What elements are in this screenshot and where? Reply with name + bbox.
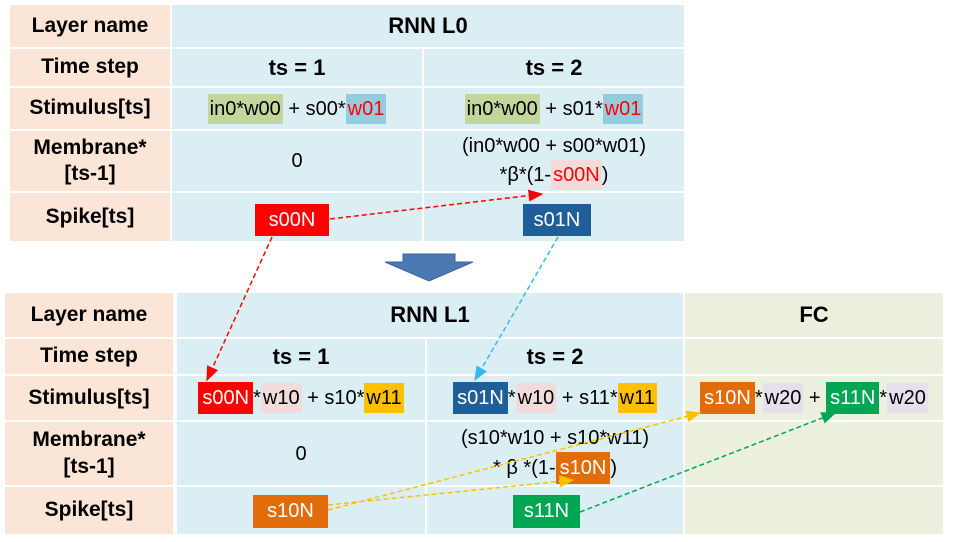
- top-mem2-highlight: s00N: [551, 160, 602, 190]
- bottom-stim2-term-b: *: [507, 387, 516, 409]
- bottom-time-step-label: Time step: [5, 339, 173, 374]
- fc-stimulus: s10N*w20 + s11N*w20: [685, 376, 943, 420]
- top-layer-title: RNN L0: [172, 5, 684, 47]
- fc-stim-term-a: s10N: [700, 382, 755, 414]
- bottom-stim2-term-e: w11: [617, 383, 657, 413]
- top-stim2-term-b: + s01*: [539, 97, 603, 120]
- bottom-ts2-header: ts = 2: [427, 339, 683, 374]
- bottom-stim2-term-d: + s11*: [556, 387, 618, 409]
- fc-spike-cell: [685, 487, 943, 534]
- top-mem2-line2: *β*(1-s00N): [499, 160, 609, 190]
- fc-stim-term-d: +: [803, 387, 827, 409]
- bottom-stim1-term-d: + s10*: [301, 387, 365, 409]
- bottom-stimulus-ts1: s00N*w10 + s10*w11: [177, 376, 425, 420]
- fc-stim-term-b: *: [754, 387, 763, 409]
- top-membrane-label: Membrane* [ts-1]: [10, 131, 170, 191]
- top-time-step-label: Time step: [10, 49, 170, 86]
- top-stimulus-ts1: in0*w00 + s00*w01: [172, 88, 422, 129]
- top-spike-label: Spike[ts]: [10, 193, 170, 241]
- bottom-mem2-highlight: s10N: [555, 451, 611, 484]
- top-stim2-term-a: in0*w00: [464, 93, 540, 124]
- top-stimulus-ts2: in0*w00 + s01*w01: [424, 88, 684, 129]
- top-spike-s00N: s00N: [255, 204, 329, 236]
- top-mem2-line1: (in0*w00 + s00*w01): [462, 135, 646, 157]
- top-mem2-pre: *β*(1-: [499, 164, 552, 186]
- bottom-spike-s11N: s11N: [513, 495, 580, 528]
- top-stim2-term-c: w01: [602, 93, 644, 124]
- fc-title: FC: [685, 293, 943, 337]
- bottom-membrane-label-line2: [ts-1]: [63, 454, 115, 478]
- bottom-stim2-term-c: w10: [515, 383, 557, 413]
- fc-stim-term-c: w20: [762, 383, 804, 413]
- top-membrane-ts2: (in0*w00 + s00*w01) *β*(1-s00N): [424, 131, 684, 191]
- bottom-stimulus-ts2: s01N*w10 + s11*w11: [427, 376, 683, 420]
- bottom-membrane-label: Membrane* [ts-1]: [5, 422, 173, 485]
- bottom-stimulus-label: Stimulus[ts]: [5, 376, 173, 420]
- fc-stim-term-g: w20: [887, 383, 928, 413]
- bottom-mem2-line1: (s10*w10 + s10*w11): [460, 426, 650, 449]
- top-membrane-label-line1: Membrane*: [33, 135, 147, 159]
- bottom-mem2-post: ): [610, 456, 617, 479]
- top-membrane-ts1: 0: [172, 131, 422, 191]
- bottom-layer-title: RNN L1: [177, 293, 683, 337]
- top-stimulus-label: Stimulus[ts]: [10, 88, 170, 129]
- bottom-layer-name-label: Layer name: [5, 293, 173, 337]
- bottom-membrane-ts2: (s10*w10 + s10*w11) * β *(1-s10N): [427, 422, 683, 485]
- top-stim1-term-b: + s00*: [282, 97, 346, 120]
- top-layer-name-label: Layer name: [10, 5, 170, 47]
- top-stim1-term-c: w01: [345, 93, 387, 124]
- bottom-spike-label: Spike[ts]: [5, 487, 173, 534]
- bottom-stim1-term-e: w11: [364, 383, 404, 413]
- top-ts2-header: ts = 2: [424, 49, 684, 86]
- top-mem2-post: ): [601, 164, 609, 186]
- bottom-stim2-term-a: s01N: [453, 382, 508, 414]
- bottom-spike-s10N: s10N: [253, 495, 328, 528]
- bottom-mem2-line2: * β *(1-s10N): [492, 451, 617, 484]
- top-stim1-term-a: in0*w00: [207, 93, 283, 124]
- bottom-membrane-label-line1: Membrane*: [32, 428, 146, 452]
- fc-stim-term-f: *: [879, 387, 888, 409]
- bottom-membrane-ts1: 0: [177, 422, 425, 485]
- top-ts1-header: ts = 1: [172, 49, 422, 86]
- fc-stim-term-e: s11N: [826, 382, 880, 414]
- bottom-stim1-term-a: s00N: [198, 382, 254, 414]
- bottom-stim1-term-b: *: [253, 387, 261, 409]
- fc-time-cell: [685, 339, 943, 374]
- bottom-stim1-term-c: w10: [260, 383, 302, 413]
- bottom-ts1-header: ts = 1: [177, 339, 425, 374]
- down-arrow-icon: [384, 253, 474, 282]
- bottom-mem2-pre: * β *(1-: [492, 456, 556, 479]
- top-membrane-label-line2: [ts-1]: [64, 162, 116, 185]
- fc-membrane-cell: [685, 422, 943, 485]
- top-spike-s01N: s01N: [523, 204, 591, 236]
